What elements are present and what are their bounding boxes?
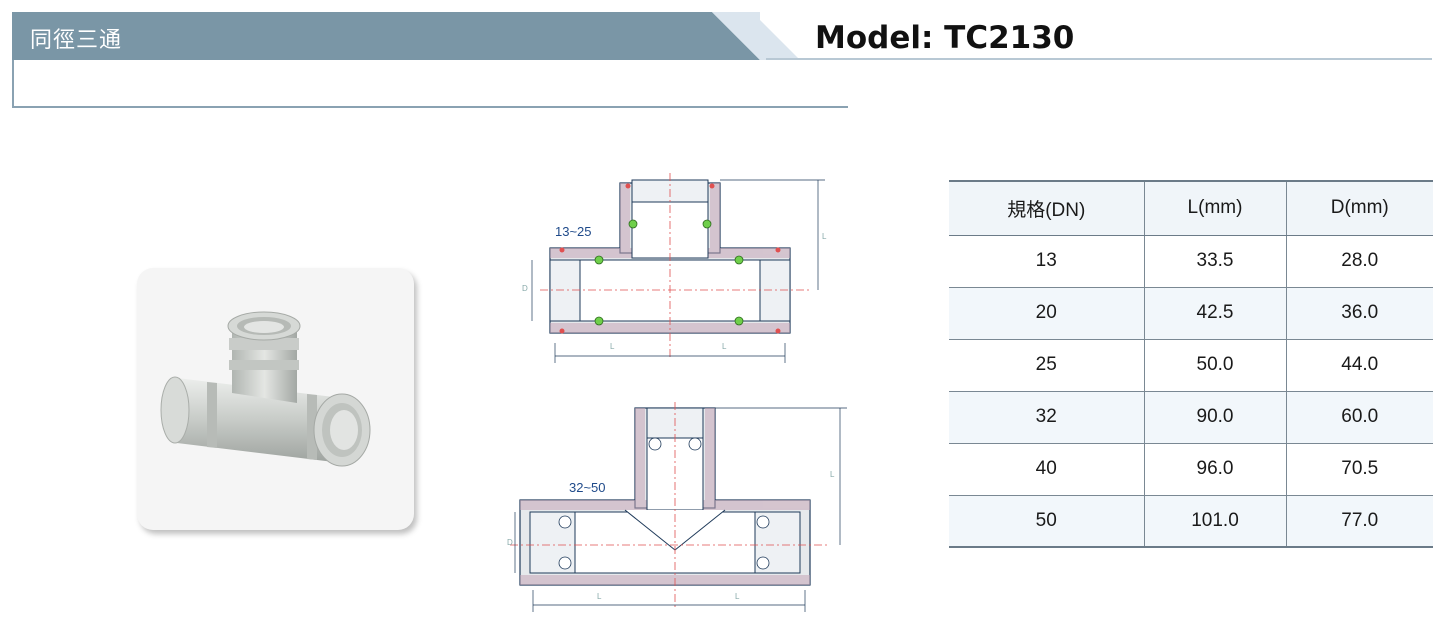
header-band-shape [12,12,760,60]
header-accent-stripe [712,12,800,60]
cell-diameter: 44.0 [1285,339,1433,392]
dim-l-label-bottom-right: L [735,592,740,601]
cell-length: 42.5 [1143,287,1286,340]
model-label: Model: TC2130 [815,20,1075,56]
dim-l-label-top-right: L [722,342,727,351]
cell-length: 90.0 [1143,391,1286,444]
table-row: 20 42.5 36.0 [949,287,1433,340]
cell-length: 33.5 [1143,235,1286,288]
dim-l-label-top-vertical: L [822,232,827,241]
cell-diameter: 70.5 [1285,443,1433,496]
size-range-label-top: 13~25 [555,224,592,239]
spec-table: 規格(DN) L(mm) D(mm) 13 33.5 28.0 20 42.5 … [949,180,1433,548]
cell-diameter: 36.0 [1285,287,1433,340]
header-size: 規格(DN) [949,180,1144,236]
drawing-large-sizes: 32~50 L L L D [505,400,850,615]
cell-diameter: 28.0 [1285,235,1433,288]
drawing-small-sizes: 13~25 L L L D [510,168,840,368]
cell-length: 50.0 [1143,339,1286,392]
header-band: 同徑三通 [12,12,762,60]
table-row: 25 50.0 44.0 [949,339,1433,392]
dim-l-label-bottom-left: L [597,592,602,601]
table-row: 13 33.5 28.0 [949,235,1433,288]
header-frame [12,60,848,108]
cell-length: 101.0 [1143,495,1286,548]
size-range-label-bottom: 32~50 [569,480,606,495]
header-length: L(mm) [1143,180,1286,236]
table-header-row: 規格(DN) L(mm) D(mm) [949,180,1433,236]
table-row: 50 101.0 77.0 [949,495,1433,548]
dim-d-label-bottom: D [507,538,513,547]
cell-size: 13 [949,235,1144,288]
cross-section-drawing-top [531,173,825,363]
cell-diameter: 77.0 [1285,495,1433,548]
header-diameter: D(mm) [1285,180,1433,236]
cell-size: 40 [949,443,1144,496]
dim-l-label-top-left: L [610,342,615,351]
cell-size: 25 [949,339,1144,392]
cell-size: 50 [949,495,1144,548]
dim-l-label-bottom-vertical: L [830,470,835,479]
dim-d-label-top: D [522,284,528,293]
table-row: 32 90.0 60.0 [949,391,1433,444]
table-row: 40 96.0 70.5 [949,443,1433,496]
product-photo-card [137,268,414,530]
product-title: 同徑三通 [30,28,123,53]
model-underline [766,58,1432,60]
cross-section-drawing-bottom [510,402,847,612]
cell-length: 96.0 [1143,443,1286,496]
cell-diameter: 60.0 [1285,391,1433,444]
cell-size: 20 [949,287,1144,340]
cell-size: 32 [949,391,1144,444]
tee-fitting-image [160,311,371,467]
